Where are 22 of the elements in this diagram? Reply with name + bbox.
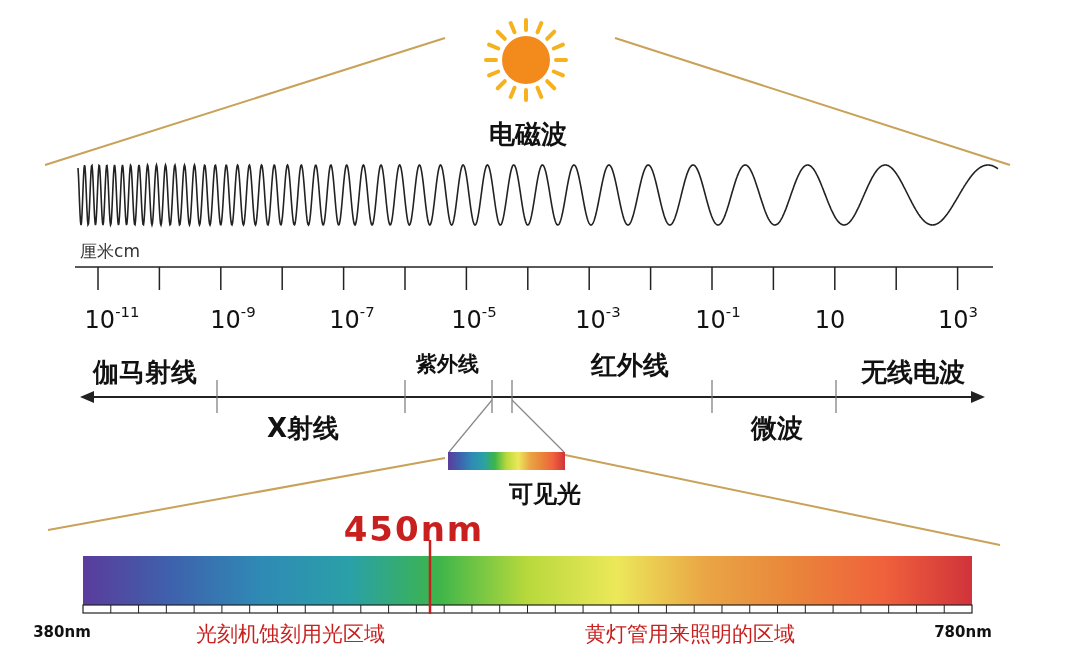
region-note: 黄灯管用来照明的区域 (585, 623, 795, 647)
unit-label: 厘米cm (80, 241, 140, 261)
band-label: 紫外线 (415, 353, 479, 377)
tick-label: 10$^{3}$ (938, 306, 978, 334)
band-label: 红外线 (591, 350, 669, 380)
wavelength-label: 380nm (33, 623, 91, 641)
band-label: 无线电波 (861, 357, 965, 387)
wavelength-label: 780nm (934, 623, 992, 641)
band-label: 微波 (751, 413, 803, 443)
tick-label: 10 (814, 306, 846, 334)
band-label: 伽马射线 (93, 357, 197, 387)
heading: 电磁波 (489, 119, 567, 149)
tick-label: 10$^{-9}$ (210, 306, 256, 334)
tick-label: 10$^{-7}$ (329, 306, 375, 334)
tick-label: 10$^{-11}$ (84, 306, 140, 334)
wavelength-label: 450nm (343, 511, 485, 549)
region-note: 光刻机蚀刻用光区域 (195, 623, 385, 647)
band-label: 可见光 (509, 480, 581, 508)
tick-label: 10$^{-5}$ (451, 306, 497, 334)
tick-label: 10$^{-3}$ (575, 306, 621, 334)
tick-label: 10$^{-1}$ (695, 306, 741, 334)
band-label: X射线 (267, 413, 339, 443)
